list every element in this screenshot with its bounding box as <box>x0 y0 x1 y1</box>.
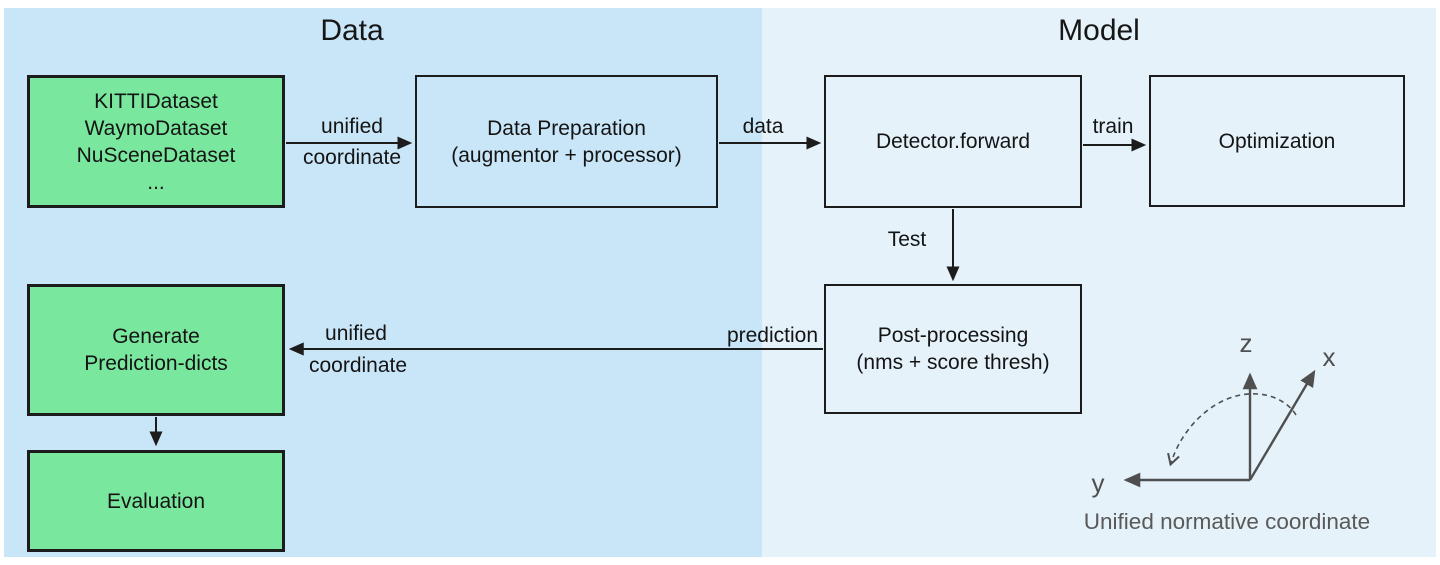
model-section-title: Model <box>1058 14 1140 47</box>
datasets-box: KITTIDataset WaymoDataset NuSceneDataset… <box>27 75 285 208</box>
label-data: data <box>742 115 784 138</box>
optimization-box: Optimization <box>1149 75 1405 207</box>
optimization-box-line: Optimization <box>1218 129 1336 153</box>
detector-forward-box: Detector.forward <box>824 75 1082 208</box>
label-unified-coordinate-out-line1: unified <box>325 322 387 345</box>
evaluation-box: Evaluation <box>27 450 285 552</box>
label-prediction: prediction <box>726 324 818 347</box>
datasets-box-line: ... <box>147 170 165 194</box>
post-processing-box: Post-processing (nms + score thresh) <box>824 284 1082 414</box>
label-unified-coordinate-out-line2: coordinate <box>308 354 408 377</box>
data-preparation-box: Data Preparation (augmentor + processor) <box>415 75 718 208</box>
coordinate-sketch-caption: Unified normative coordinate <box>1083 509 1371 534</box>
generate-prediction-dicts-box-line: Prediction-dicts <box>84 352 228 375</box>
model-section-background <box>762 8 1436 557</box>
label-test: Test <box>887 228 927 251</box>
datasets-box-line: WaymoDataset <box>84 116 228 140</box>
label-unified-coordinate-in-line2: coordinate <box>302 146 402 169</box>
evaluation-box-line: Evaluation <box>106 489 206 513</box>
generate-prediction-dicts-box-line: Generate <box>112 325 200 348</box>
label-train: train <box>1092 115 1134 138</box>
generate-prediction-dicts-box: Generate Prediction-dicts <box>27 284 285 416</box>
post-processing-box-line: Post-processing <box>877 324 1029 347</box>
data-preparation-box-line: (augmentor + processor) <box>451 143 682 167</box>
detector-forward-box-line: Detector.forward <box>875 130 1031 153</box>
post-processing-box-line: (nms + score thresh) <box>856 351 1050 374</box>
datasets-box-line: KITTIDataset <box>94 89 218 113</box>
data-preparation-box-line: Data Preparation <box>487 116 646 140</box>
label-unified-coordinate-in-line1: unified <box>321 115 383 138</box>
data-section-title: Data <box>320 14 384 47</box>
datasets-box-line: NuSceneDataset <box>76 143 236 167</box>
